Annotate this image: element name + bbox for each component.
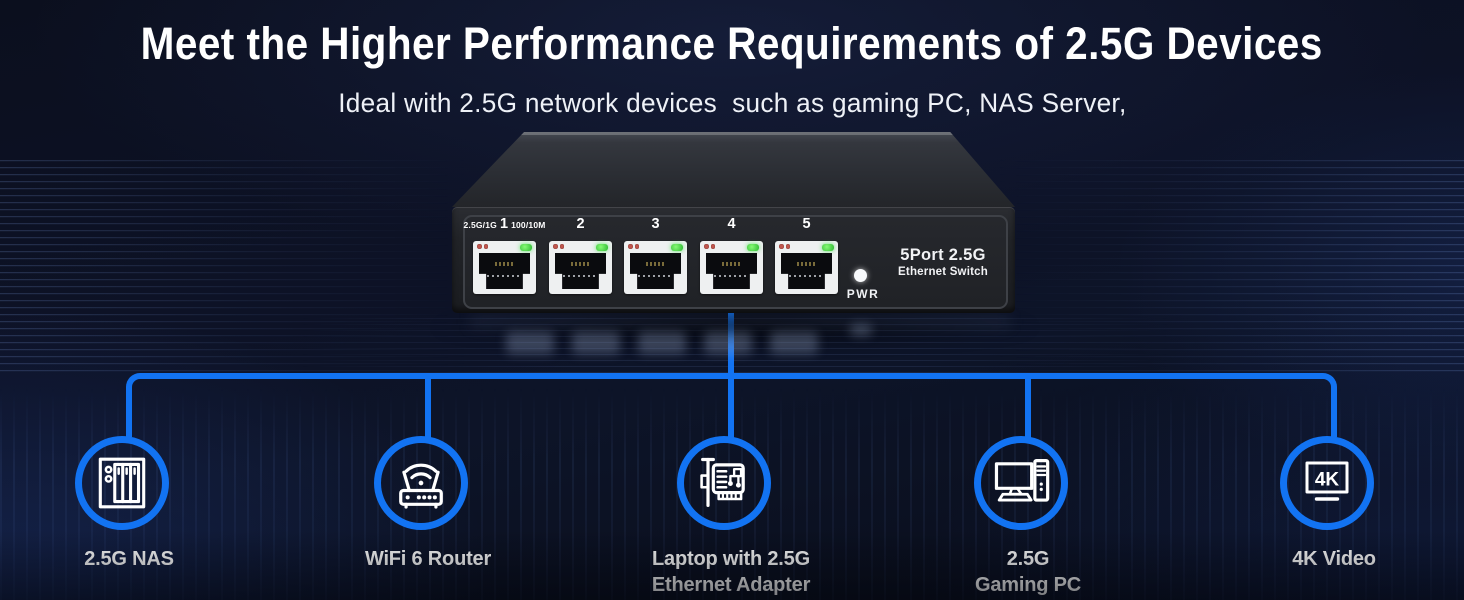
port-3-number: 3 bbox=[651, 216, 660, 232]
amber-led-icon bbox=[477, 244, 488, 249]
router-drop-line bbox=[425, 376, 431, 438]
header: Meet the Higher Performance Requirements… bbox=[0, 18, 1464, 70]
green-led-icon bbox=[520, 244, 532, 251]
rj45-jack bbox=[700, 241, 763, 294]
port-5-number: 5 bbox=[802, 216, 811, 232]
switch-model-line1: 5Port 2.5G bbox=[900, 246, 986, 264]
port-2-number: 2 bbox=[576, 216, 585, 232]
led-reflection bbox=[850, 324, 872, 336]
switch-model: 5Port 2.5G Ethernet Switch bbox=[886, 246, 1000, 278]
port-1-labels: 2.5G/1G 1 100/10M bbox=[463, 216, 545, 232]
switch-shadow bbox=[430, 306, 1040, 348]
green-led-icon bbox=[671, 244, 683, 251]
green-led-icon bbox=[596, 244, 608, 251]
node-nas-label: 2.5G NAS bbox=[84, 548, 174, 570]
port-1-speed-label: 2.5G/1G bbox=[463, 220, 497, 230]
ethernet-port-4: 4 bbox=[700, 216, 763, 294]
node-4k-video: 4K bbox=[1280, 436, 1374, 530]
subheader: Ideal with 2.5G network devices such as … bbox=[0, 88, 1464, 119]
rj45-jack bbox=[775, 241, 838, 294]
gaming-pc-icon bbox=[989, 451, 1053, 515]
power-label: PWR bbox=[846, 287, 880, 301]
node-gaming-pc-label: 2.5G Gaming PC bbox=[975, 548, 1081, 596]
wifi-6-router-icon bbox=[389, 451, 453, 515]
pcie-ethernet-adapter-icon bbox=[692, 451, 756, 515]
node-gaming-pc bbox=[974, 436, 1068, 530]
node-4k-video-label: 4K Video bbox=[1292, 548, 1376, 570]
rj45-opening bbox=[630, 253, 681, 289]
port-1-fallback-label: 100/10M bbox=[511, 220, 546, 230]
node-router bbox=[374, 436, 468, 530]
scanlines-left bbox=[0, 160, 470, 372]
rj45-opening bbox=[555, 253, 606, 289]
rj45-jack bbox=[549, 241, 612, 294]
ethernet-port-3: 3 bbox=[624, 216, 687, 294]
rj45-opening bbox=[706, 253, 757, 289]
port-reflection bbox=[572, 332, 620, 354]
switch-model-line2: Ethernet Switch bbox=[898, 266, 988, 278]
tv-4k-icon: 4K bbox=[1297, 453, 1357, 513]
page-title: Meet the Higher Performance Requirements… bbox=[140, 18, 1324, 69]
tv-4k-text: 4K bbox=[1315, 470, 1340, 491]
nas-icon bbox=[91, 452, 153, 514]
ethernet-port-5: 5 bbox=[775, 216, 838, 294]
rj45-jack bbox=[624, 241, 687, 294]
amber-led-icon bbox=[779, 244, 790, 249]
connection-bus-line bbox=[126, 373, 1337, 437]
node-adapter-label: Laptop with 2.5G Ethernet Adapter bbox=[651, 548, 811, 596]
switch-reflection bbox=[470, 317, 1010, 327]
page-subtitle: Ideal with 2.5G network devices such as … bbox=[337, 88, 1127, 118]
power-led bbox=[854, 269, 867, 282]
amber-led-icon bbox=[553, 244, 564, 249]
ethernet-port-1: 2.5G/1G 1 100/10M bbox=[463, 216, 545, 294]
gaming-pc-drop-line bbox=[1025, 376, 1031, 438]
port-reflection bbox=[506, 332, 554, 354]
rj45-jack bbox=[473, 241, 536, 294]
node-adapter bbox=[677, 436, 771, 530]
ethernet-port-2: 2 bbox=[549, 216, 612, 294]
port-reflection bbox=[704, 332, 752, 354]
amber-led-icon bbox=[704, 244, 715, 249]
node-nas bbox=[75, 436, 169, 530]
green-led-icon bbox=[822, 244, 834, 251]
rj45-opening bbox=[781, 253, 832, 289]
scanlines-right bbox=[994, 160, 1464, 372]
green-led-icon bbox=[747, 244, 759, 251]
rj45-opening bbox=[479, 253, 530, 289]
port-reflection bbox=[638, 332, 686, 354]
switch-top-lid bbox=[452, 132, 1015, 207]
port-1-number: 1 bbox=[499, 216, 509, 232]
amber-led-icon bbox=[628, 244, 639, 249]
port-4-number: 4 bbox=[727, 216, 736, 232]
port-reflection bbox=[770, 332, 818, 354]
node-router-label: WiFi 6 Router bbox=[364, 548, 492, 570]
